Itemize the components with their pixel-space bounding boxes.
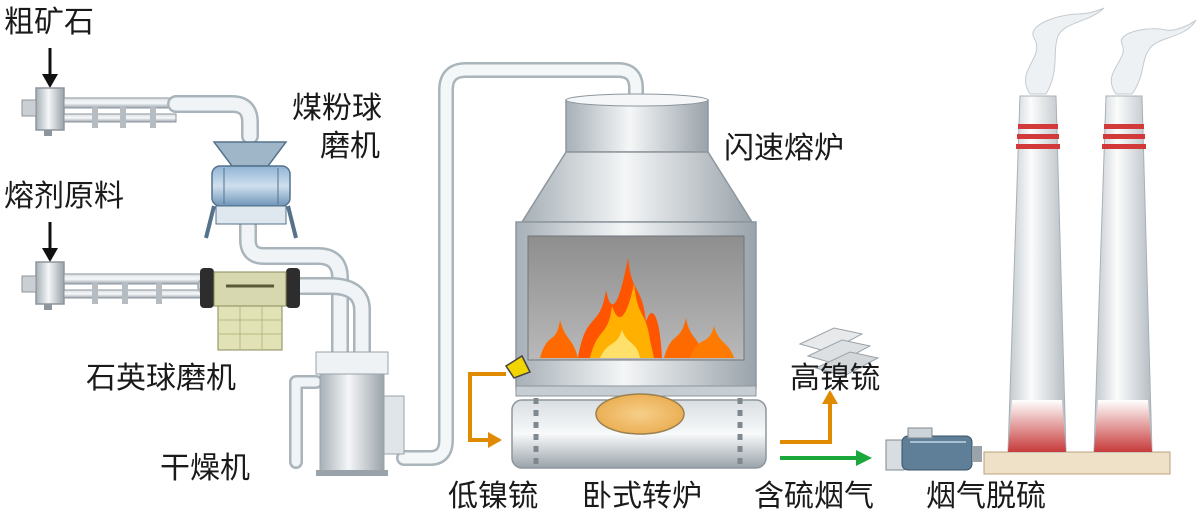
horizontal-converter [511,393,767,470]
chimney-left [1007,7,1105,453]
dryer [315,351,405,476]
high-nickel-output-arrow [780,390,838,444]
flash-smelting-furnace [515,93,757,397]
process-pipes [167,62,644,469]
label-flux-material: 熔剂原料 [4,179,124,214]
label-coal-ball-mill-line2: 磨机 [320,129,380,164]
furnace-flames [540,258,734,358]
coal-ball-mill [204,141,298,239]
label-high-nickel-sulfide: 高镍锍 [790,361,880,396]
label-flash-smelting-furnace: 闪速熔炉 [724,131,844,166]
chimney-right [1093,19,1197,453]
flue-gas-arrow [780,450,872,466]
high-nickel-ingots [798,327,880,377]
desulfurization-unit [885,427,982,471]
label-low-nickel-sulfide: 低镍锍 [448,479,538,514]
label-raw-ore: 粗矿石 [4,5,94,40]
label-flue-gas-desulfurization: 烟气脱硫 [926,479,1046,514]
raw-ore-input-arrow [42,48,58,88]
raw-ore-feeder [21,87,177,136]
label-horizontal-converter: 卧式转炉 [582,479,702,514]
flux-feeder [21,261,207,310]
chimney-base [983,451,1171,475]
label-quartz-ball-mill: 石英球磨机 [86,361,236,396]
quartz-ball-mill [200,268,300,351]
feed-chute [504,354,532,379]
label-sulfur-flue-gas: 含硫烟气 [754,479,874,514]
label-dryer: 干燥机 [160,451,250,486]
low-nickel-return-arrow [468,372,506,448]
label-coal-ball-mill-line1: 煤粉球 [292,91,382,126]
flux-input-arrow [42,222,58,262]
